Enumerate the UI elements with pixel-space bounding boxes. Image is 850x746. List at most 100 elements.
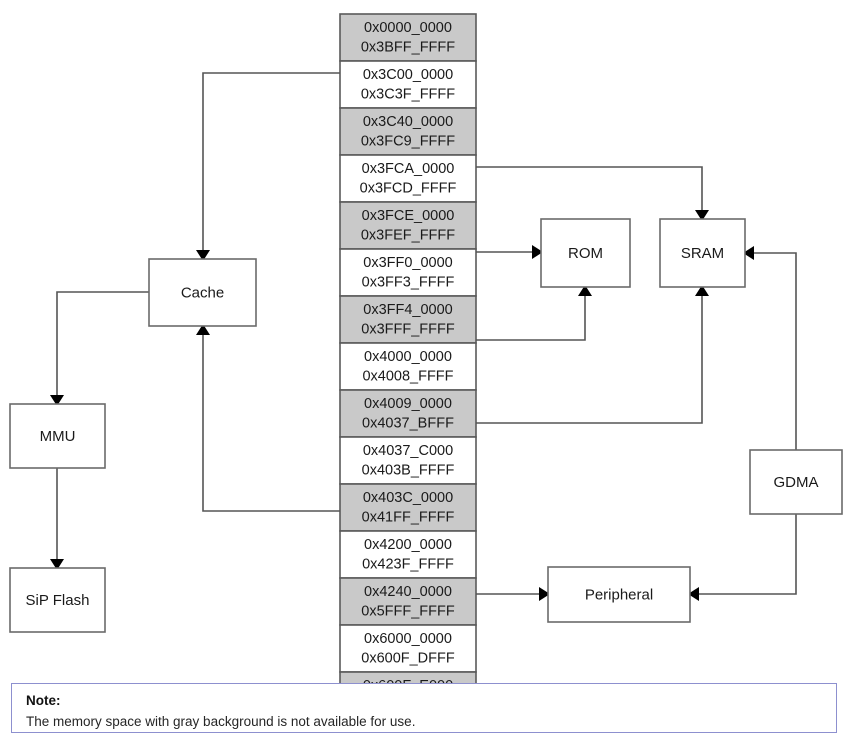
memory-cell: 0x3FCE_0000 0x3FEF_FFFF: [339, 201, 477, 250]
memory-range-end: 0x600F_DFFF: [361, 651, 455, 667]
unit-label-sram: SRAM: [681, 245, 724, 262]
memory-cell-available: [339, 342, 477, 391]
unit-label-rom: ROM: [568, 245, 603, 262]
memory-cell-available: [339, 154, 477, 203]
memory-range-start: 0x4037_C000: [363, 443, 453, 459]
memory-range-end: 0x3FFF_FFFF: [361, 322, 455, 338]
unit-box-sram: [659, 218, 746, 288]
arrowhead-icon: [50, 395, 64, 406]
memory-range-start: 0x6000_0000: [364, 631, 452, 647]
connector-path: [476, 294, 586, 341]
memory-cell-unavailable: [339, 13, 477, 62]
memory-cell: 0x4240_0000 0x5FFF_FFFF: [339, 577, 477, 626]
connector-mem-0x6000-to-periph: [476, 587, 550, 601]
memory-cell-available: [339, 60, 477, 109]
connector-lines: [50, 72, 797, 601]
unit-box-mmu: [9, 403, 106, 469]
unit-label-gdma: GDMA: [774, 474, 819, 491]
unit-box-cache: [148, 258, 257, 327]
memory-cell-available: [339, 436, 477, 485]
connector-mem-0x4200-to-cache: [196, 324, 340, 512]
memory-range-end: 0x3FF3_FFFF: [362, 275, 455, 291]
connector-path: [202, 333, 340, 512]
memory-cell: 0x3C00_0000 0x3C3F_FFFF: [339, 60, 477, 109]
unit-block-gdma: GDMA: [749, 449, 843, 515]
connector-mmu-to-sip-flash: [50, 468, 64, 570]
connector-gdma-to-sram: [743, 246, 797, 450]
memory-range-start: 0x3FCE_0000: [362, 208, 455, 224]
memory-cell: 0x4009_0000 0x4037_BFFF: [339, 389, 477, 438]
connector-path: [56, 291, 149, 397]
arrowhead-icon: [196, 324, 210, 335]
arrowhead-icon: [743, 246, 754, 260]
unit-box-rom: [540, 218, 631, 288]
memory-range-end: 0x3FCD_FFFF: [360, 181, 457, 197]
memory-cell: 0x3FF4_0000 0x3FFF_FFFF: [339, 295, 477, 344]
connector-path: [476, 166, 703, 212]
unit-box-gdma: [749, 449, 843, 515]
memory-range-end: 0x4037_BFFF: [362, 416, 454, 432]
connector-mem-0x4037C-to-sram: [476, 285, 709, 424]
memory-cell: 0x4037_C000 0x403B_FFFF: [339, 436, 477, 485]
memory-cell-unavailable: [339, 483, 477, 532]
arrowhead-icon: [539, 587, 550, 601]
unit-label-sip_flash: SiP Flash: [26, 592, 90, 609]
memory-range-start: 0x3FCA_0000: [362, 161, 455, 177]
memory-cell: 0x403C_0000 0x41FF_FFFF: [339, 483, 477, 532]
memory-range-end: 0x5FFF_FFFF: [361, 604, 455, 620]
unit-box-peripheral: [547, 566, 691, 623]
unit-box-sip_flash: [9, 567, 106, 633]
connector-mem-0x3FF0-to-rom: [476, 245, 543, 259]
memory-range-start: 0x4200_0000: [364, 537, 452, 553]
connector-path: [697, 514, 797, 595]
memory-range-start: 0x3C40_0000: [363, 114, 453, 130]
arrowhead-icon: [50, 559, 64, 570]
connector-cache-to-mmu: [50, 291, 149, 406]
unit-block-peripheral: Peripheral: [547, 566, 691, 623]
memory-range-start: 0x3C00_0000: [363, 67, 453, 83]
arrowhead-icon: [695, 210, 709, 221]
connector-mem-0x3C00-to-cache: [196, 72, 340, 261]
unit-block-mmu: MMU: [9, 403, 106, 469]
unit-block-sram: SRAM: [659, 218, 746, 288]
unit-block-sip_flash: SiP Flash: [9, 567, 106, 633]
connector-path: [476, 294, 703, 424]
memory-cell: 0x3FF0_0000 0x3FF3_FFFF: [339, 248, 477, 297]
note-title: Note:: [26, 693, 61, 708]
memory-range-end: 0x4008_FFFF: [362, 369, 453, 385]
arrowhead-icon: [688, 587, 699, 601]
memory-cell: 0x3FCA_0000 0x3FCD_FFFF: [339, 154, 477, 203]
memory-cell: 0x4200_0000 0x423F_FFFF: [339, 530, 477, 579]
memory-range-end: 0x3FC9_FFFF: [361, 134, 455, 150]
memory-cell: 0x4000_0000 0x4008_FFFF: [339, 342, 477, 391]
memory-range-end: 0x3C3F_FFFF: [361, 87, 455, 103]
connector-path: [202, 72, 340, 252]
unit-label-cache: Cache: [181, 284, 224, 301]
memory-range-start: 0x3FF4_0000: [363, 302, 452, 318]
unit-block-cache: Cache: [148, 258, 257, 327]
unit-block-rom: ROM: [540, 218, 631, 288]
memory-range-start: 0x403C_0000: [363, 490, 453, 506]
memory-range-end: 0x41FF_FFFF: [362, 510, 455, 526]
memory-range-end: 0x3FEF_FFFF: [361, 228, 455, 244]
memory-cell-available: [339, 624, 477, 673]
memory-range-start: 0x4009_0000: [364, 396, 452, 412]
connector-path: [752, 252, 797, 450]
memory-cell: 0x6000_0000 0x600F_DFFF: [339, 624, 477, 673]
memory-range-end: 0x3BFF_FFFF: [361, 40, 455, 56]
memory-range-end: 0x423F_FFFF: [362, 557, 454, 573]
memory-range-end: 0x403B_FFFF: [362, 463, 455, 479]
memory-range-start: 0x4000_0000: [364, 349, 452, 365]
memory-range-start: 0x3FF0_0000: [363, 255, 452, 271]
arrowhead-icon: [196, 250, 210, 261]
connector-mem-0x4000-to-rom: [476, 285, 592, 341]
memory-cell: 0x3C40_0000 0x3FC9_FFFF: [339, 107, 477, 156]
memory-cell-available: [339, 248, 477, 297]
unit-label-peripheral: Peripheral: [585, 586, 653, 603]
unit-label-mmu: MMU: [40, 428, 76, 445]
memory-range-start: 0x4240_0000: [364, 584, 452, 600]
